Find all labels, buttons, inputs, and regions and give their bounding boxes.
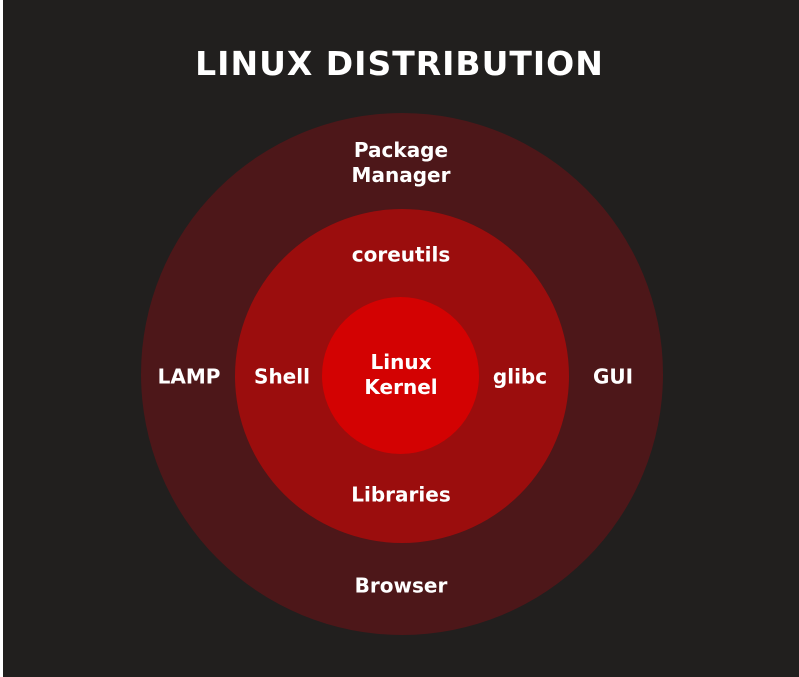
label-linux-kernel: Linux Kernel (364, 350, 438, 399)
label-gui: GUI (592, 364, 634, 389)
label-lamp: LAMP (157, 364, 221, 389)
label-libraries: Libraries (351, 482, 451, 507)
label-browser: Browser (354, 573, 448, 598)
kernel-circle (322, 297, 479, 454)
label-package-manager: Package Manager (351, 138, 451, 187)
label-glibc: glibc (492, 364, 548, 389)
diagram-title: LINUX DISTRIBUTION (195, 44, 604, 83)
label-shell: Shell (254, 364, 310, 389)
label-coreutils: coreutils (351, 242, 451, 267)
